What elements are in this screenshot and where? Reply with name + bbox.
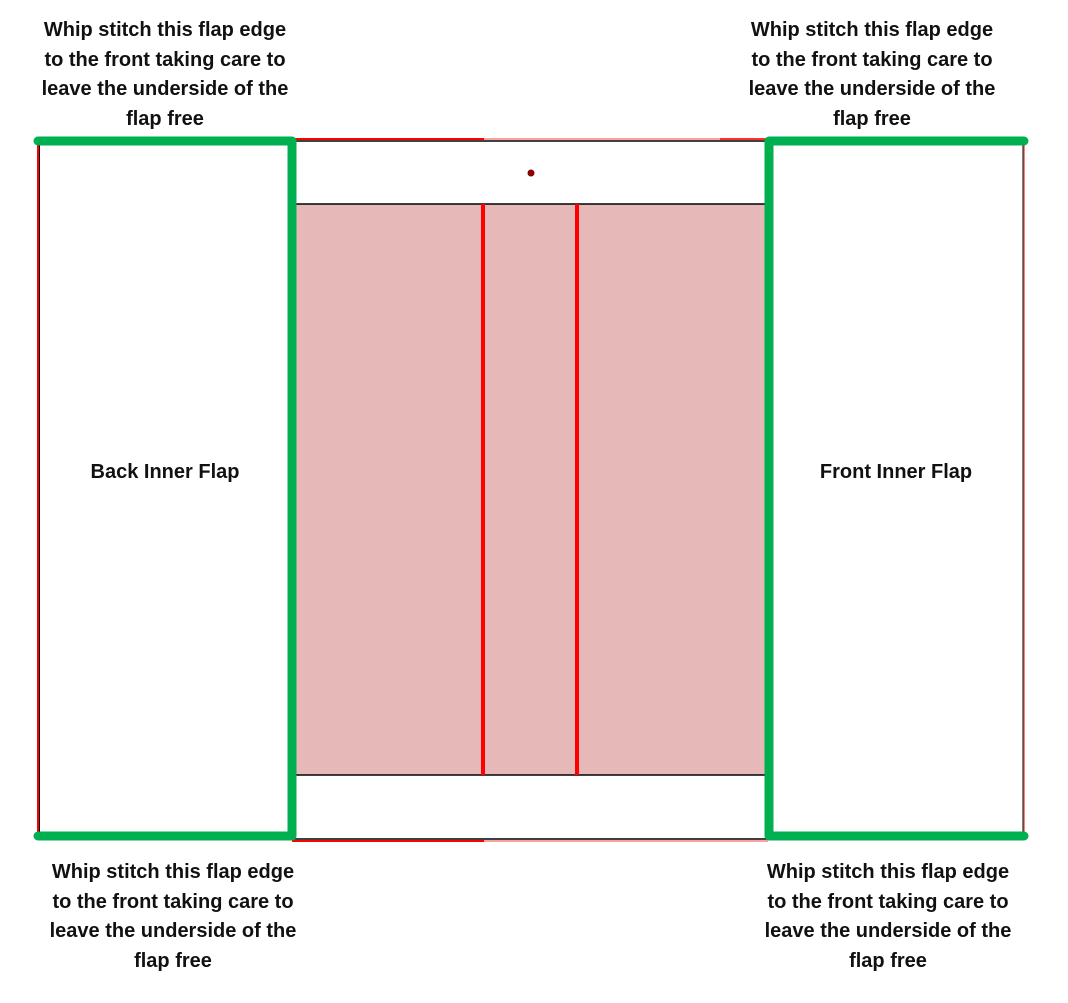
annotation-bottom-right: Whip stitch this flap edge to the front … [764, 861, 1012, 972]
front-inner-flap-label: Front Inner Flap [819, 461, 973, 483]
right-stitch-edge [764, 136, 1029, 841]
annotation-top-left: Whip stitch this flap edge to the front … [41, 19, 289, 130]
annotation-bottom-left: Whip stitch this flap edge to the front … [49, 861, 297, 972]
left-stitch-edge [33, 136, 297, 841]
back-inner-flap-label: Back Inner Flap [90, 461, 240, 483]
pink-panel [292, 204, 768, 775]
marker-dot [527, 169, 535, 177]
front-inner-flap [768, 140, 1024, 837]
back-inner-flap [37, 140, 292, 837]
annotation-top-right: Whip stitch this flap edge to the front … [748, 19, 996, 130]
